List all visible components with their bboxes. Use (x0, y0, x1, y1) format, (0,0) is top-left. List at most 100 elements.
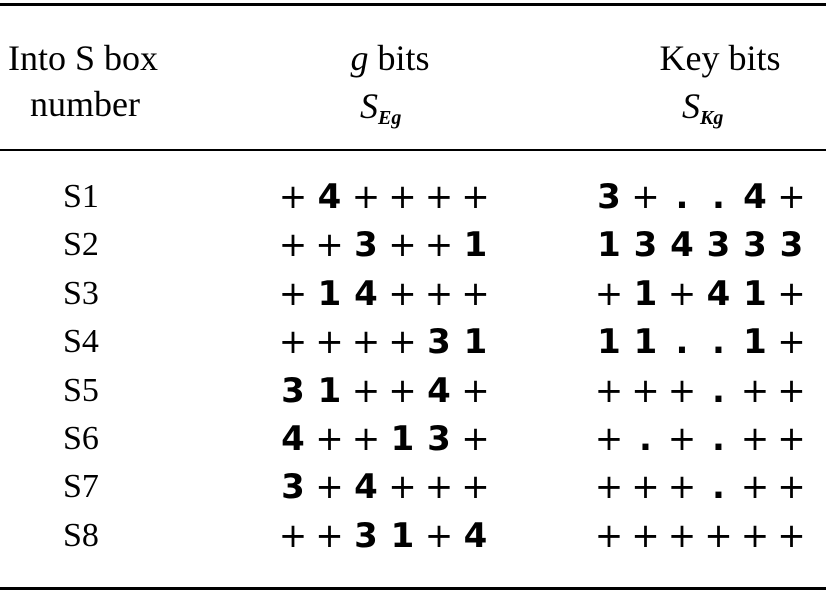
g-bit-cell: 1 (317, 273, 342, 314)
row-label: S3 (63, 274, 99, 312)
g-bit-cell: 4 (317, 177, 342, 217)
g-bit-cell: 4 (463, 515, 488, 556)
key-bit-cell: + (631, 467, 660, 508)
g-bit-cell: 3 (281, 467, 305, 508)
table-top-rule (0, 3, 826, 6)
g-bit-cell: + (424, 515, 454, 556)
g-bit-cell: + (461, 419, 490, 459)
header-col2-symbol-main: S (360, 86, 378, 126)
g-bit-cell: + (424, 273, 454, 314)
key-bit-cell: . (712, 177, 725, 217)
key-bit-cell: + (667, 515, 697, 556)
key-bit-cell: + (777, 515, 806, 556)
g-bit-cell: 1 (390, 419, 415, 459)
header-col3-title: Key bits (659, 38, 781, 78)
table-row: S1+4++++3+..4+ (0, 174, 826, 222)
key-bit-cell: + (704, 515, 733, 556)
g-bit-cell: 3 (427, 419, 451, 459)
g-bit-cell: + (461, 273, 490, 314)
g-bit-cell: 1 (463, 322, 488, 363)
key-bit-cell: + (631, 370, 660, 411)
key-bit-cell: + (777, 177, 806, 217)
g-bit-cell: 3 (354, 515, 378, 556)
key-bit-cell: . (675, 177, 689, 217)
g-bit-cell: + (278, 225, 308, 266)
header-col3-symbol-main: S (682, 86, 700, 126)
header-col2-suffix: bits (368, 38, 430, 78)
key-bit-cell: + (777, 322, 806, 363)
key-bit-cell: + (631, 177, 660, 217)
g-bit-cell: + (388, 370, 417, 411)
key-bit-cell: 3 (779, 225, 804, 266)
key-bit-cell: + (594, 419, 624, 459)
key-bit-cell: . (712, 322, 725, 363)
g-bit-cell: + (315, 515, 344, 556)
g-bit-cell: + (424, 225, 454, 266)
table-bottom-rule (0, 587, 826, 590)
g-bit-cell: + (388, 177, 417, 217)
g-bit-cell: 1 (390, 515, 415, 556)
g-bit-cell: + (315, 322, 344, 363)
key-bit-cell: + (777, 273, 806, 314)
g-bit-cell: + (461, 467, 490, 508)
g-bit-cell: + (278, 273, 308, 314)
key-bit-cell: . (639, 419, 652, 459)
g-bit-cell: + (315, 225, 344, 266)
key-bit-cell: + (594, 467, 624, 508)
key-bit-cell: + (777, 370, 806, 411)
key-bit-cell: 3 (633, 225, 658, 266)
g-bit-cell: + (388, 273, 417, 314)
g-bit-cell: 4 (354, 467, 378, 508)
header-col3-symbol-sub: Kg (700, 107, 724, 129)
header-col2-title: g bits (335, 38, 445, 78)
key-bit-cell: 1 (743, 322, 767, 363)
g-bit-cell: + (351, 322, 381, 363)
key-bit-cell: + (594, 515, 624, 556)
row-label: S5 (63, 371, 99, 409)
g-bit-cell: + (351, 370, 381, 411)
g-bit-cell: + (388, 225, 417, 266)
key-bit-cell: 3 (706, 225, 731, 266)
key-bit-cell: + (631, 515, 660, 556)
g-bit-cell: + (388, 467, 417, 508)
g-bit-cell: 4 (354, 273, 378, 314)
g-bit-cell: + (424, 177, 454, 217)
header-col2-prefix: g (350, 38, 369, 78)
key-bit-cell: + (740, 515, 770, 556)
key-bit-cell: 3 (597, 177, 621, 217)
g-bit-cell: + (424, 467, 454, 508)
header-col2-symbol-sub: Eg (378, 107, 402, 129)
header-col1-line2: number (30, 84, 140, 124)
g-bit-cell: + (351, 177, 381, 217)
key-bit-cell: + (667, 370, 697, 411)
g-bit-cell: + (278, 177, 308, 217)
key-bit-cell: + (740, 419, 770, 459)
key-bit-cell: 1 (633, 322, 658, 363)
row-label: S4 (63, 323, 99, 361)
g-bit-cell: 4 (281, 419, 305, 459)
g-bit-cell: + (461, 370, 490, 411)
g-bit-cell: + (351, 419, 381, 459)
row-label: S1 (63, 178, 99, 215)
key-bit-cell: + (777, 419, 806, 459)
header-col1-line1: Into S box (8, 38, 159, 78)
key-bit-cell: 1 (597, 322, 621, 363)
g-bit-cell: + (315, 467, 344, 508)
key-bit-cell: . (712, 370, 725, 411)
row-label: S2 (63, 226, 99, 264)
key-bit-cell: + (667, 467, 697, 508)
g-bit-cell: + (315, 419, 344, 459)
row-label: S7 (63, 468, 99, 506)
key-bit-cell: + (777, 467, 806, 508)
g-bit-cell: + (278, 515, 308, 556)
key-bit-cell: 1 (597, 225, 621, 266)
table-header-rule (0, 149, 826, 151)
g-bit-cell: 3 (281, 370, 305, 411)
